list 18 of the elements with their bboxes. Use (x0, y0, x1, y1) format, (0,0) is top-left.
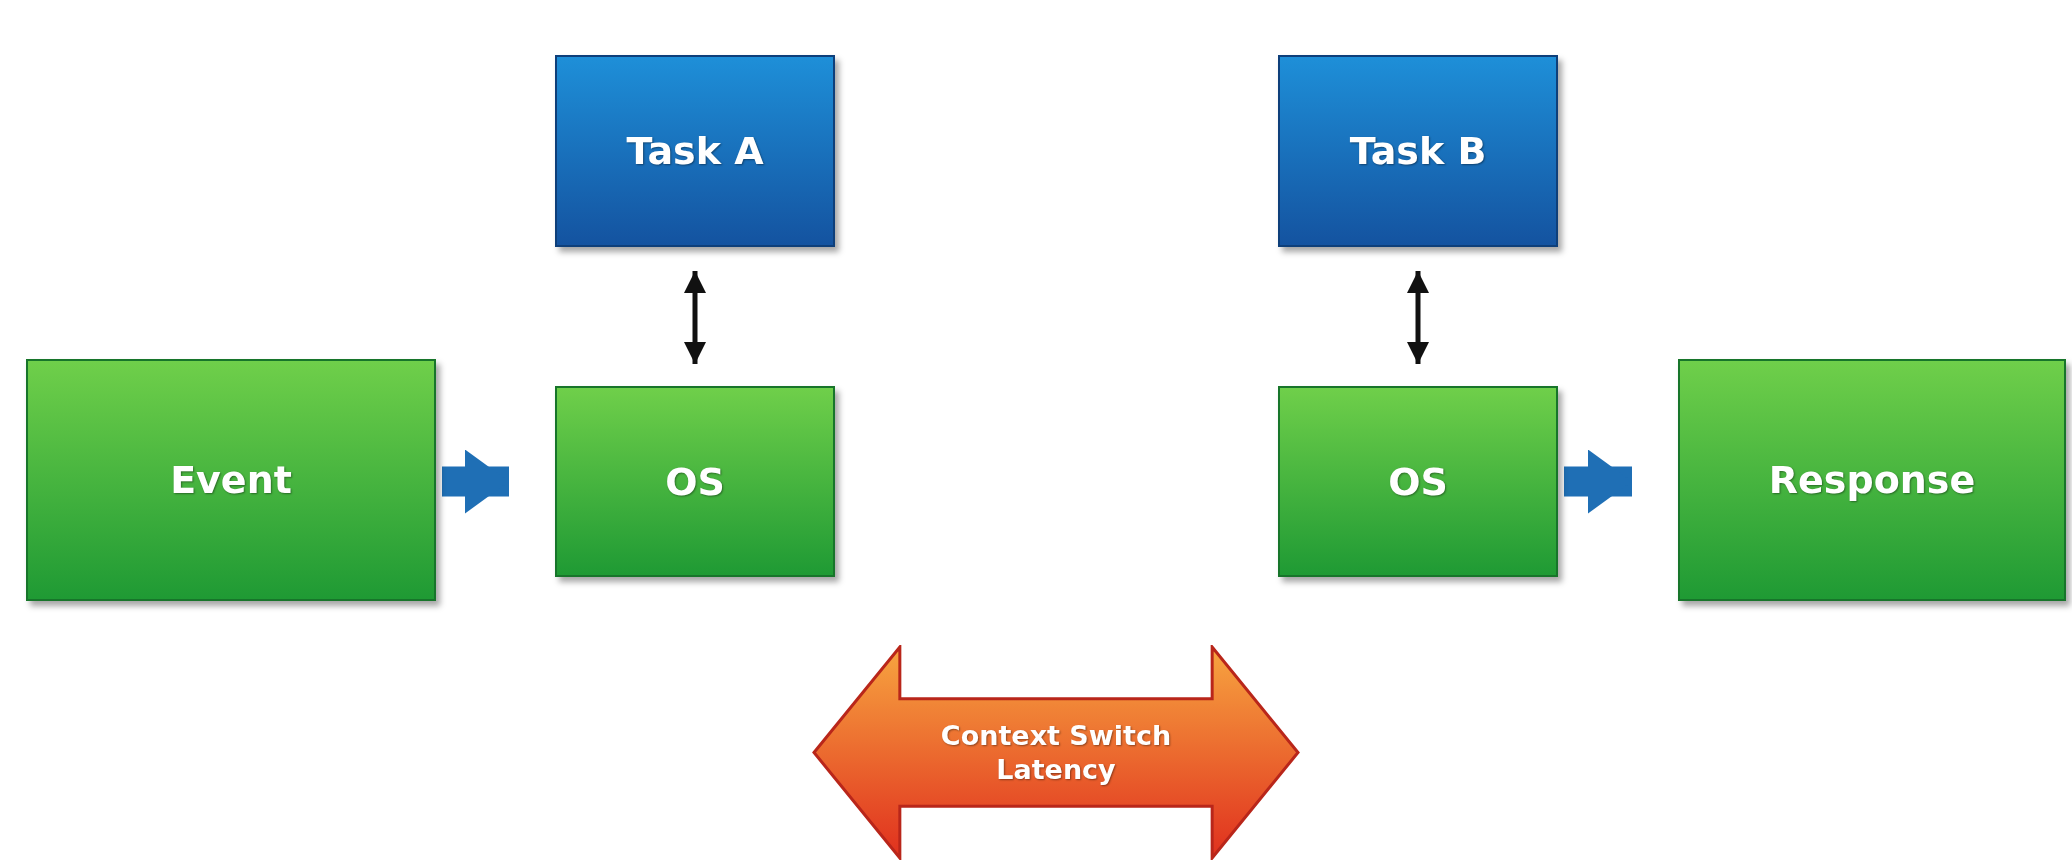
double-headed-arrow (1407, 271, 1429, 364)
node-label: Task B (1349, 129, 1487, 173)
node-label: Task A (626, 129, 764, 173)
double-arrow-shape (812, 645, 1300, 860)
process-box (26, 359, 436, 601)
node-label: OS (665, 459, 725, 504)
process-box (1678, 359, 2066, 601)
process-box (1278, 386, 1558, 577)
block-arrow (1564, 449, 1632, 514)
task-box (555, 55, 835, 247)
process-box (555, 386, 835, 577)
task-box (1278, 55, 1558, 247)
node-label: Response (1768, 458, 1976, 502)
node-label: Context Switch Latency (939, 718, 1173, 787)
double-headed-arrow (684, 271, 706, 364)
node-label: Event (170, 458, 292, 502)
block-arrow (442, 449, 509, 514)
node-label: OS (1388, 459, 1448, 504)
